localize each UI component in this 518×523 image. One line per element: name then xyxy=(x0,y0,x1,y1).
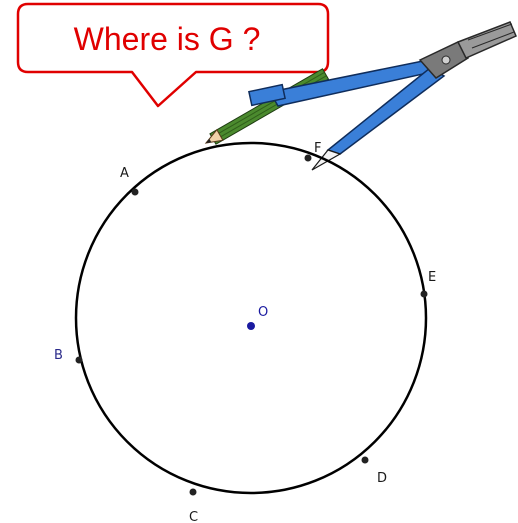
compass-icon xyxy=(248,21,517,171)
point-c xyxy=(189,488,197,496)
point-a xyxy=(131,188,139,196)
geometry-figure: O A B C D E F xyxy=(54,141,436,523)
callout-text: Where is G ? xyxy=(74,21,261,57)
pencil-icon xyxy=(204,68,330,145)
point-f-label: F xyxy=(314,141,321,156)
point-c-label: C xyxy=(189,510,198,523)
point-f xyxy=(304,154,312,162)
point-d xyxy=(361,456,369,464)
point-a-label: A xyxy=(120,166,129,181)
callout-bubble xyxy=(16,2,330,108)
point-b xyxy=(75,356,83,364)
center-label: O xyxy=(258,305,268,320)
point-b-label: B xyxy=(54,348,63,363)
point-e xyxy=(420,290,428,298)
point-e-label: E xyxy=(428,270,436,285)
point-d-label: D xyxy=(377,471,387,486)
center-point xyxy=(247,322,255,330)
main-circle xyxy=(74,141,428,495)
speech-callout: Where is G ? xyxy=(16,2,330,108)
